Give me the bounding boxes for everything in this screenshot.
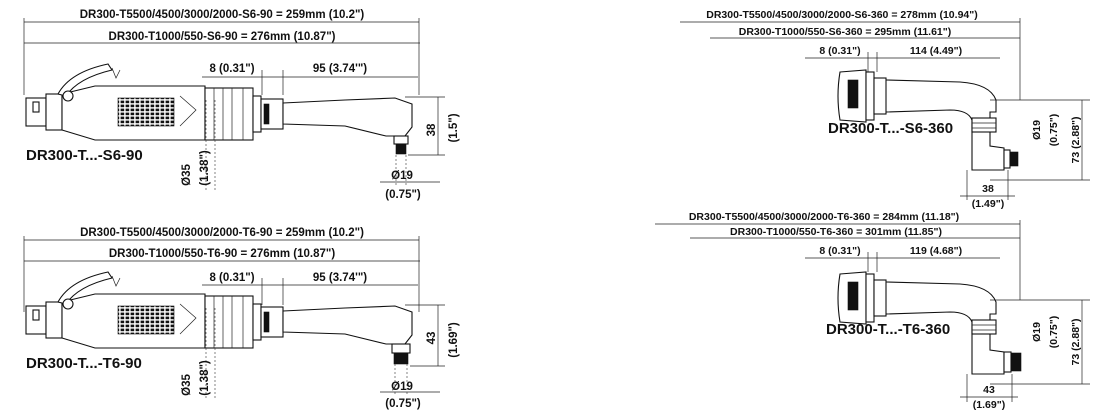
grip-dia-mm-label: Ø35	[181, 374, 193, 396]
height-in-label: (1.5")	[448, 113, 460, 142]
height-mm-label: 38	[426, 123, 438, 136]
view-t6-90: DR300-T5500/4500/3000/2000-T6-90 = 259mm…	[23, 227, 460, 410]
overall-length-label-2: DR300-T1000/550-T6-360 = 301mm (11.85")	[730, 226, 942, 238]
model-label-s6-90: DR300-T...-S6-90	[26, 147, 143, 164]
dim-b-label: 95 (3.74'")	[313, 272, 367, 284]
tool-outline-t6-360	[837, 271, 1022, 375]
dim-b-label: 119 (4.68")	[910, 245, 962, 257]
width-mm-label: 43	[983, 384, 995, 396]
dim-a-label: 8 (0.31")	[209, 272, 254, 284]
overall-length-label-2: DR300-T1000/550-S6-90 = 276mm (10.87")	[109, 31, 336, 43]
model-label-t6-360: DR300-T...-T6-360	[826, 321, 950, 338]
height-label: 73 (2.88")	[1070, 116, 1082, 163]
output-dia-mm-label: Ø19	[391, 170, 413, 182]
tool-outline-t6-90	[25, 271, 413, 365]
height-label: 73 (2.88")	[1070, 318, 1082, 365]
grip-dia-in-label: (1.38")	[199, 360, 211, 396]
width-in-label: (1.49")	[972, 198, 1004, 210]
tool-outline-s6-90	[25, 63, 413, 155]
dim-b-label: 114 (4.49")	[910, 45, 962, 57]
overall-length-label-1: DR300-T5500/4500/3000/2000-S6-90 = 259mm…	[80, 9, 365, 21]
tool-outline-s6-360	[837, 69, 1019, 171]
width-in-label: (1.69")	[973, 399, 1005, 410]
output-dia-label: Ø19	[1031, 322, 1043, 342]
height-in-label: (1.69")	[448, 322, 460, 358]
output-dia-in-label: (0.75")	[1048, 114, 1060, 146]
overall-length-label-1: DR300-T5500/4500/3000/2000-T6-360 = 284m…	[689, 211, 959, 223]
output-dia-in-label: (0.75")	[385, 189, 421, 201]
overall-length-label-1: DR300-T5500/4500/3000/2000-T6-90 = 259mm…	[80, 227, 364, 239]
dim-a-label: 8 (0.31")	[209, 63, 254, 75]
dim-b-label: 95 (3.74'")	[313, 63, 367, 75]
output-dia-label: Ø19	[1031, 120, 1043, 140]
model-label-s6-360: DR300-T...-S6-360	[828, 120, 953, 137]
view-s6-360: DR300-T5500/4500/3000/2000-S6-360 = 278m…	[680, 9, 1090, 210]
grip-dia-mm-label: Ø35	[181, 164, 193, 186]
overall-length-label-2: DR300-T1000/550-S6-360 = 295mm (11.61")	[739, 26, 952, 38]
output-dia-in-label: (0.75")	[1048, 316, 1060, 348]
view-s6-90: DR300-T5500/4500/3000/2000-S6-90 = 259mm…	[23, 9, 460, 201]
model-label-t6-90: DR300-T...-T6-90	[26, 355, 142, 372]
dim-a-label: 8 (0.31")	[819, 45, 860, 57]
output-dia-mm-label: Ø19	[391, 381, 413, 393]
overall-length-label-2: DR300-T1000/550-T6-90 = 276mm (10.87")	[109, 248, 335, 260]
overall-length-label-1: DR300-T5500/4500/3000/2000-S6-360 = 278m…	[706, 9, 977, 21]
output-dia-in-label: (0.75")	[385, 398, 421, 410]
view-t6-360: DR300-T5500/4500/3000/2000-T6-360 = 284m…	[655, 211, 1090, 411]
dim-a-label: 8 (0.31")	[819, 245, 860, 257]
grip-dia-in-label: (1.38")	[199, 150, 211, 186]
height-mm-label: 43	[426, 332, 438, 345]
width-mm-label: 38	[982, 183, 994, 195]
